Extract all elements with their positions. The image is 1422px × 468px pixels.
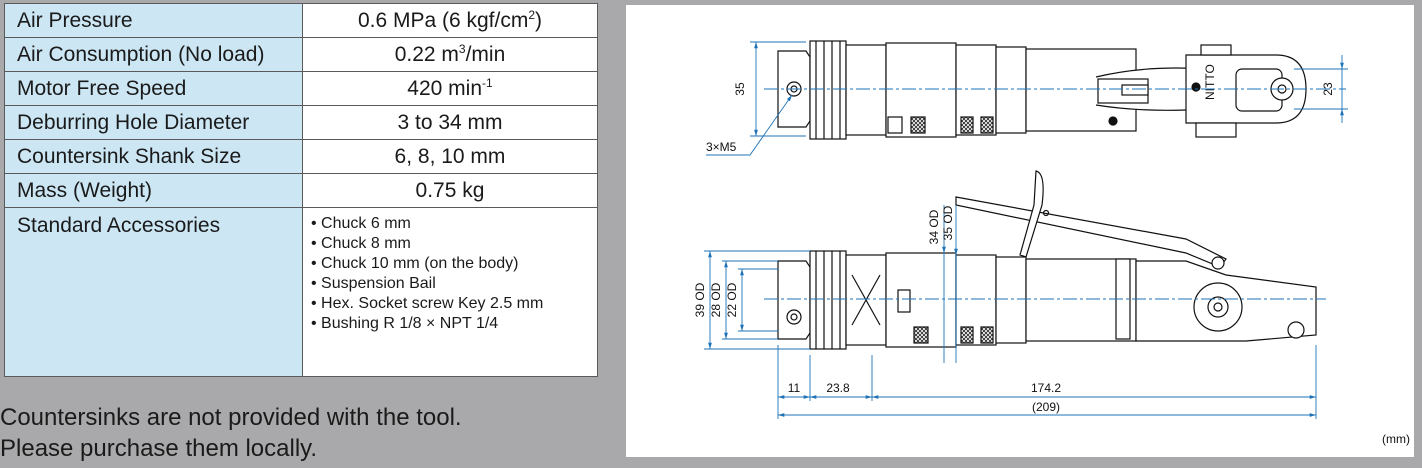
dim-28-od: 28 OD bbox=[709, 282, 723, 317]
spec-label: Countersink Shank Size bbox=[4, 139, 303, 174]
spec-value: 0.22 m3/min bbox=[302, 37, 598, 72]
spec-label: Air Consumption (No load) bbox=[4, 37, 303, 72]
spec-row: Mass (Weight) 0.75 kg bbox=[4, 173, 598, 208]
spec-value: 6, 8, 10 mm bbox=[302, 139, 598, 174]
spec-label: Air Pressure bbox=[4, 3, 303, 38]
accessory-item: Suspension Bail bbox=[311, 274, 597, 294]
note-line-1: Countersinks are not provided with the t… bbox=[0, 404, 462, 431]
spec-value-text: 6, 8, 10 mm bbox=[394, 144, 506, 168]
brand-label-top: NITTO bbox=[1203, 64, 1217, 100]
len-174-2: 174.2 bbox=[1031, 381, 1061, 395]
spec-value-text: 0.75 kg bbox=[415, 178, 485, 202]
len-23-8: 23.8 bbox=[826, 381, 850, 395]
accessory-item: Chuck 6 mm bbox=[311, 214, 597, 234]
dim-23-label: 23 bbox=[1321, 82, 1335, 96]
spec-label: Motor Free Speed bbox=[4, 71, 303, 106]
spec-row: Air Consumption (No load)0.22 m3/min bbox=[4, 37, 598, 72]
od-dimensions bbox=[704, 205, 958, 363]
unit-label: (mm) bbox=[1382, 432, 1410, 446]
len-total: (209) bbox=[1032, 400, 1060, 414]
thread-callout: 3×M5 bbox=[706, 140, 737, 154]
spec-value-text: 0.6 MPa (6 kgf/cm bbox=[357, 8, 529, 32]
accessory-item: Chuck 10 mm (on the body) bbox=[311, 254, 597, 274]
dim-34-od: 34 OD bbox=[927, 209, 941, 244]
accessory-item: Hex. Socket screw Key 2.5 mm bbox=[311, 294, 597, 314]
spec-value-superscript: 2 bbox=[528, 7, 536, 22]
thread-callout-leader bbox=[706, 94, 793, 156]
spec-value-superscript: -1 bbox=[482, 75, 493, 90]
spec-label: Deburring Hole Diameter bbox=[4, 105, 303, 140]
spec-value-text: 420 min bbox=[407, 76, 483, 100]
spec-value-text: 3 to 34 mm bbox=[397, 110, 503, 134]
accessories-cell: Chuck 6 mmChuck 8 mmChuck 10 mm (on the … bbox=[302, 207, 598, 377]
len-11: 11 bbox=[788, 381, 801, 395]
spec-value-text: 0.22 m bbox=[394, 42, 459, 66]
accessories-list: Chuck 6 mmChuck 8 mmChuck 10 mm (on the … bbox=[311, 214, 597, 334]
spec-value: 0.75 kg bbox=[302, 173, 598, 208]
tool-drawing-svg: NITTO 35 23 3×M5 bbox=[693, 40, 1410, 446]
dim-23-top bbox=[1294, 55, 1348, 123]
spec-value-tail: ) bbox=[535, 8, 543, 32]
length-dimensions bbox=[777, 345, 1317, 419]
spec-row-accessories: Standard Accessories Chuck 6 mmChuck 8 m… bbox=[4, 207, 598, 377]
dim-35-od: 35 OD bbox=[941, 205, 955, 240]
spec-value-tail: /min bbox=[465, 42, 506, 66]
spec-label: Standard Accessories bbox=[4, 207, 303, 377]
dimension-drawing: NITTO 35 23 3×M5 bbox=[626, 5, 1414, 457]
dim-39-od: 39 OD bbox=[693, 282, 707, 317]
side-view bbox=[777, 170, 1317, 350]
dim-35-top bbox=[750, 41, 806, 137]
accessory-item: Chuck 8 mm bbox=[311, 234, 597, 254]
spec-value: 420 min-1 bbox=[302, 71, 598, 106]
top-view bbox=[777, 40, 1307, 140]
spec-value-superscript: 3 bbox=[458, 41, 466, 56]
note: Countersinks are not provided with the t… bbox=[0, 402, 610, 464]
dim-35-label: 35 bbox=[733, 82, 747, 96]
spec-value: 0.6 MPa (6 kgf/cm2) bbox=[302, 3, 598, 38]
spec-row: Deburring Hole Diameter 3 to 34 mm bbox=[4, 105, 598, 140]
spec-label: Mass (Weight) bbox=[4, 173, 303, 208]
spec-value: 3 to 34 mm bbox=[302, 105, 598, 140]
spec-row: Countersink Shank Size 6, 8, 10 mm bbox=[4, 139, 598, 174]
note-line-2: Please purchase them locally. bbox=[0, 435, 318, 462]
accessory-item: Bushing R 1/8 × NPT 1/4 bbox=[311, 314, 597, 334]
dim-22-od: 22 OD bbox=[725, 282, 739, 317]
